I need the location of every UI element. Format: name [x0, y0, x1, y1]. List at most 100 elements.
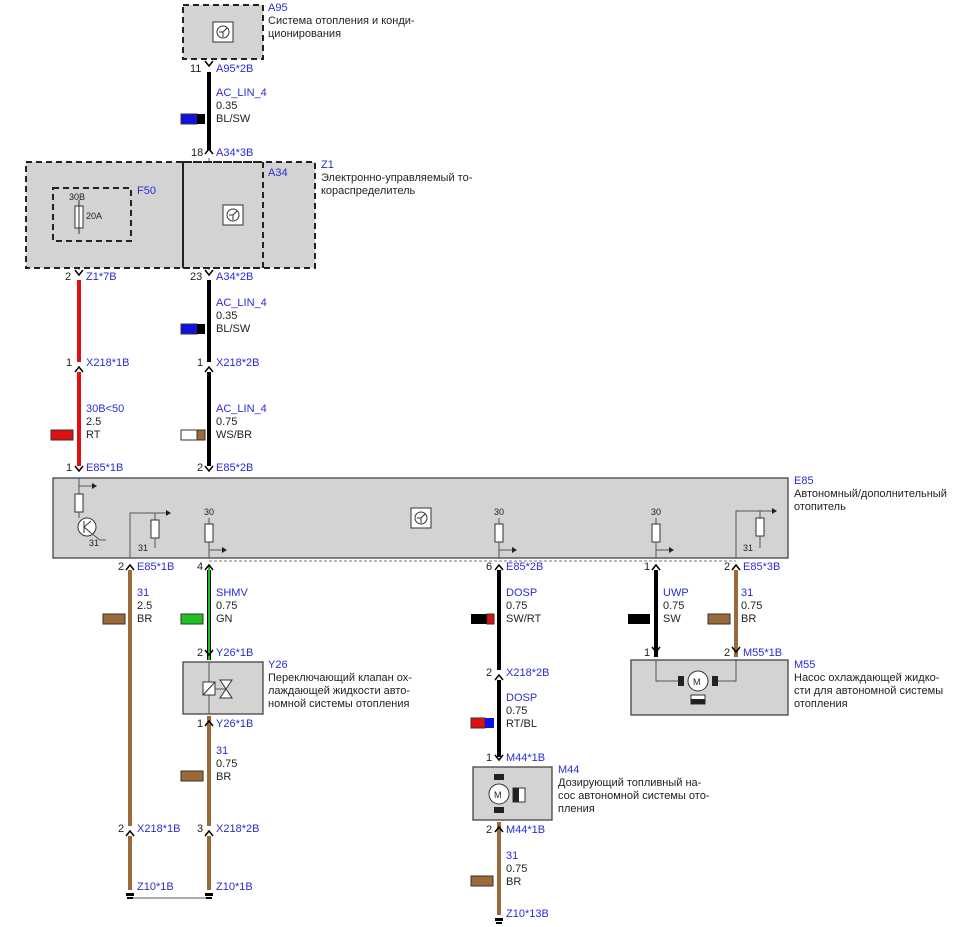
- valve-icon: [202, 662, 233, 714]
- connector-label: E85*2B: [506, 561, 543, 573]
- f50-box: [52, 187, 132, 242]
- wire-color-swatch: [180, 113, 198, 125]
- a95-desc-1: Система отопления и конди-: [268, 15, 415, 27]
- connector-mark: [494, 563, 504, 571]
- wire-size: 0.35: [216, 100, 237, 112]
- wire-color-swatch: [102, 613, 126, 625]
- connector-mark: [74, 269, 84, 277]
- m55-id: M55: [794, 659, 815, 671]
- connector-label: E85*2B: [216, 462, 253, 474]
- wire-name: UWP: [663, 587, 689, 599]
- connector-pin: 2: [118, 823, 124, 835]
- ground-icon: [495, 918, 503, 924]
- connector-label: E85*3B: [743, 561, 780, 573]
- connector-pin: 2: [724, 561, 730, 573]
- connector-label: Y26*1B: [216, 718, 253, 730]
- wire-size: 0.75: [506, 705, 527, 717]
- motor-icon: M: [488, 774, 526, 813]
- z1-id: Z1: [321, 159, 334, 171]
- connector-label: E85*1B: [86, 462, 123, 474]
- connector-label: M55*1B: [743, 647, 782, 659]
- e85-gnd-1: 31: [89, 538, 99, 548]
- y26-box: [182, 661, 264, 715]
- wire-name: 31: [137, 587, 149, 599]
- connector-pin: 3: [197, 823, 203, 835]
- e85-id: E85: [794, 475, 814, 487]
- wire-size: 2.5: [137, 600, 152, 612]
- connector-pin: 4: [197, 561, 203, 573]
- connector-mark: [494, 825, 504, 833]
- ground-label: Z10*13B: [506, 908, 549, 920]
- wire-size: 0.35: [216, 310, 237, 322]
- grounds: Z10*1B Z10*1B Z10*13B: [126, 881, 549, 924]
- wire-color-swatch: [628, 614, 650, 624]
- e85-30-1: 30: [204, 507, 214, 517]
- svg-text:M: M: [693, 677, 701, 687]
- z1-box: [25, 161, 316, 269]
- connector-label: A95*2B: [216, 63, 253, 75]
- wire-color-swatch: [196, 429, 206, 441]
- wire-size: 0.75: [216, 600, 237, 612]
- connector-mark: [204, 60, 214, 68]
- connector-mark: [204, 365, 214, 373]
- wire-color: GN: [216, 613, 233, 625]
- wire-color: BL/SW: [216, 323, 251, 335]
- connectors: 11 A95*2B 18 A34*3B 2 Z1*7B 23 A34*2B 1 …: [65, 60, 782, 837]
- component-m44: M M44 Дозирующий топливный на- сос автон…: [472, 764, 710, 821]
- connector-pin: 2: [197, 647, 203, 659]
- connector-label: M44*1B: [506, 752, 545, 764]
- connector-mark: [204, 147, 214, 155]
- m44-desc-1: Дозирующий топливный на-: [558, 777, 702, 789]
- m55-desc-2: сти для автономной системы: [794, 685, 943, 697]
- z1-desc-1: Электронно-управляемый то-: [321, 172, 473, 184]
- wire-size: 0.75: [216, 758, 237, 770]
- wire-color-swatch: [470, 875, 494, 887]
- m55-desc-3: отопления: [794, 698, 848, 710]
- component-a95: A95 Система отопления и конди- ционирова…: [182, 2, 415, 60]
- connector-mark: [494, 673, 504, 681]
- wire-name: 31: [216, 745, 228, 757]
- wire-color-swatch: [180, 770, 204, 782]
- e85-internal-circuit: 31 31 30 30 30: [74, 478, 777, 558]
- fuse-icon: [74, 200, 84, 234]
- connector-mark: [125, 563, 135, 571]
- a95-id: A95: [268, 2, 288, 14]
- wire-size: 0.75: [216, 416, 237, 428]
- connector-pin: 2: [486, 824, 492, 836]
- wire-color-swatch: [180, 323, 198, 335]
- connector-label: Z1*7B: [86, 271, 117, 283]
- wire-color: BL/SW: [216, 113, 251, 125]
- wire-name: AC_LIN_4: [216, 297, 267, 309]
- wire-name: SHMV: [216, 587, 248, 599]
- wire-color: SW: [663, 613, 681, 625]
- m44-id: M44: [558, 764, 579, 776]
- connector-pin: 1: [644, 647, 650, 659]
- wire-color-swatch: [471, 614, 487, 624]
- wire-name: 30B<50: [86, 403, 124, 415]
- component-z1: 30B 20A F50 A34 Z1 Электронно-управляемы…: [25, 159, 473, 269]
- y26-desc-2: лаждающей жидкости авто-: [268, 685, 410, 697]
- connector-mark: [651, 563, 661, 571]
- wire-color-swatch: [180, 429, 198, 441]
- wire-name: DOSP: [506, 692, 537, 704]
- wire-color: BR: [741, 613, 756, 625]
- connector-mark: [494, 754, 504, 762]
- y26-id: Y26: [268, 659, 288, 671]
- wire-color-swatch: [197, 114, 205, 124]
- wire-size: 0.75: [506, 863, 527, 875]
- e85-30-2: 30: [494, 507, 504, 517]
- connector-pin: 18: [191, 147, 203, 159]
- wire-labels: AC_LIN_4 0.35 BL/SW AC_LIN_4 0.35 BL/SW …: [50, 87, 762, 888]
- m55-desc-1: Насос охлаждающей жидко-: [794, 672, 940, 684]
- connector-label: X218*1B: [137, 823, 180, 835]
- connector-mark: [204, 719, 214, 727]
- connector-mark: [204, 829, 214, 837]
- wire-color: BR: [506, 876, 521, 888]
- motor-icon: M: [678, 670, 718, 705]
- m44-desc-3: пления: [558, 803, 595, 815]
- wire-color: WS/BR: [216, 429, 252, 441]
- wire-size: 0.75: [663, 600, 684, 612]
- connector-mark: [204, 465, 214, 473]
- connector-pin: 2: [65, 271, 71, 283]
- connector-mark: [204, 269, 214, 277]
